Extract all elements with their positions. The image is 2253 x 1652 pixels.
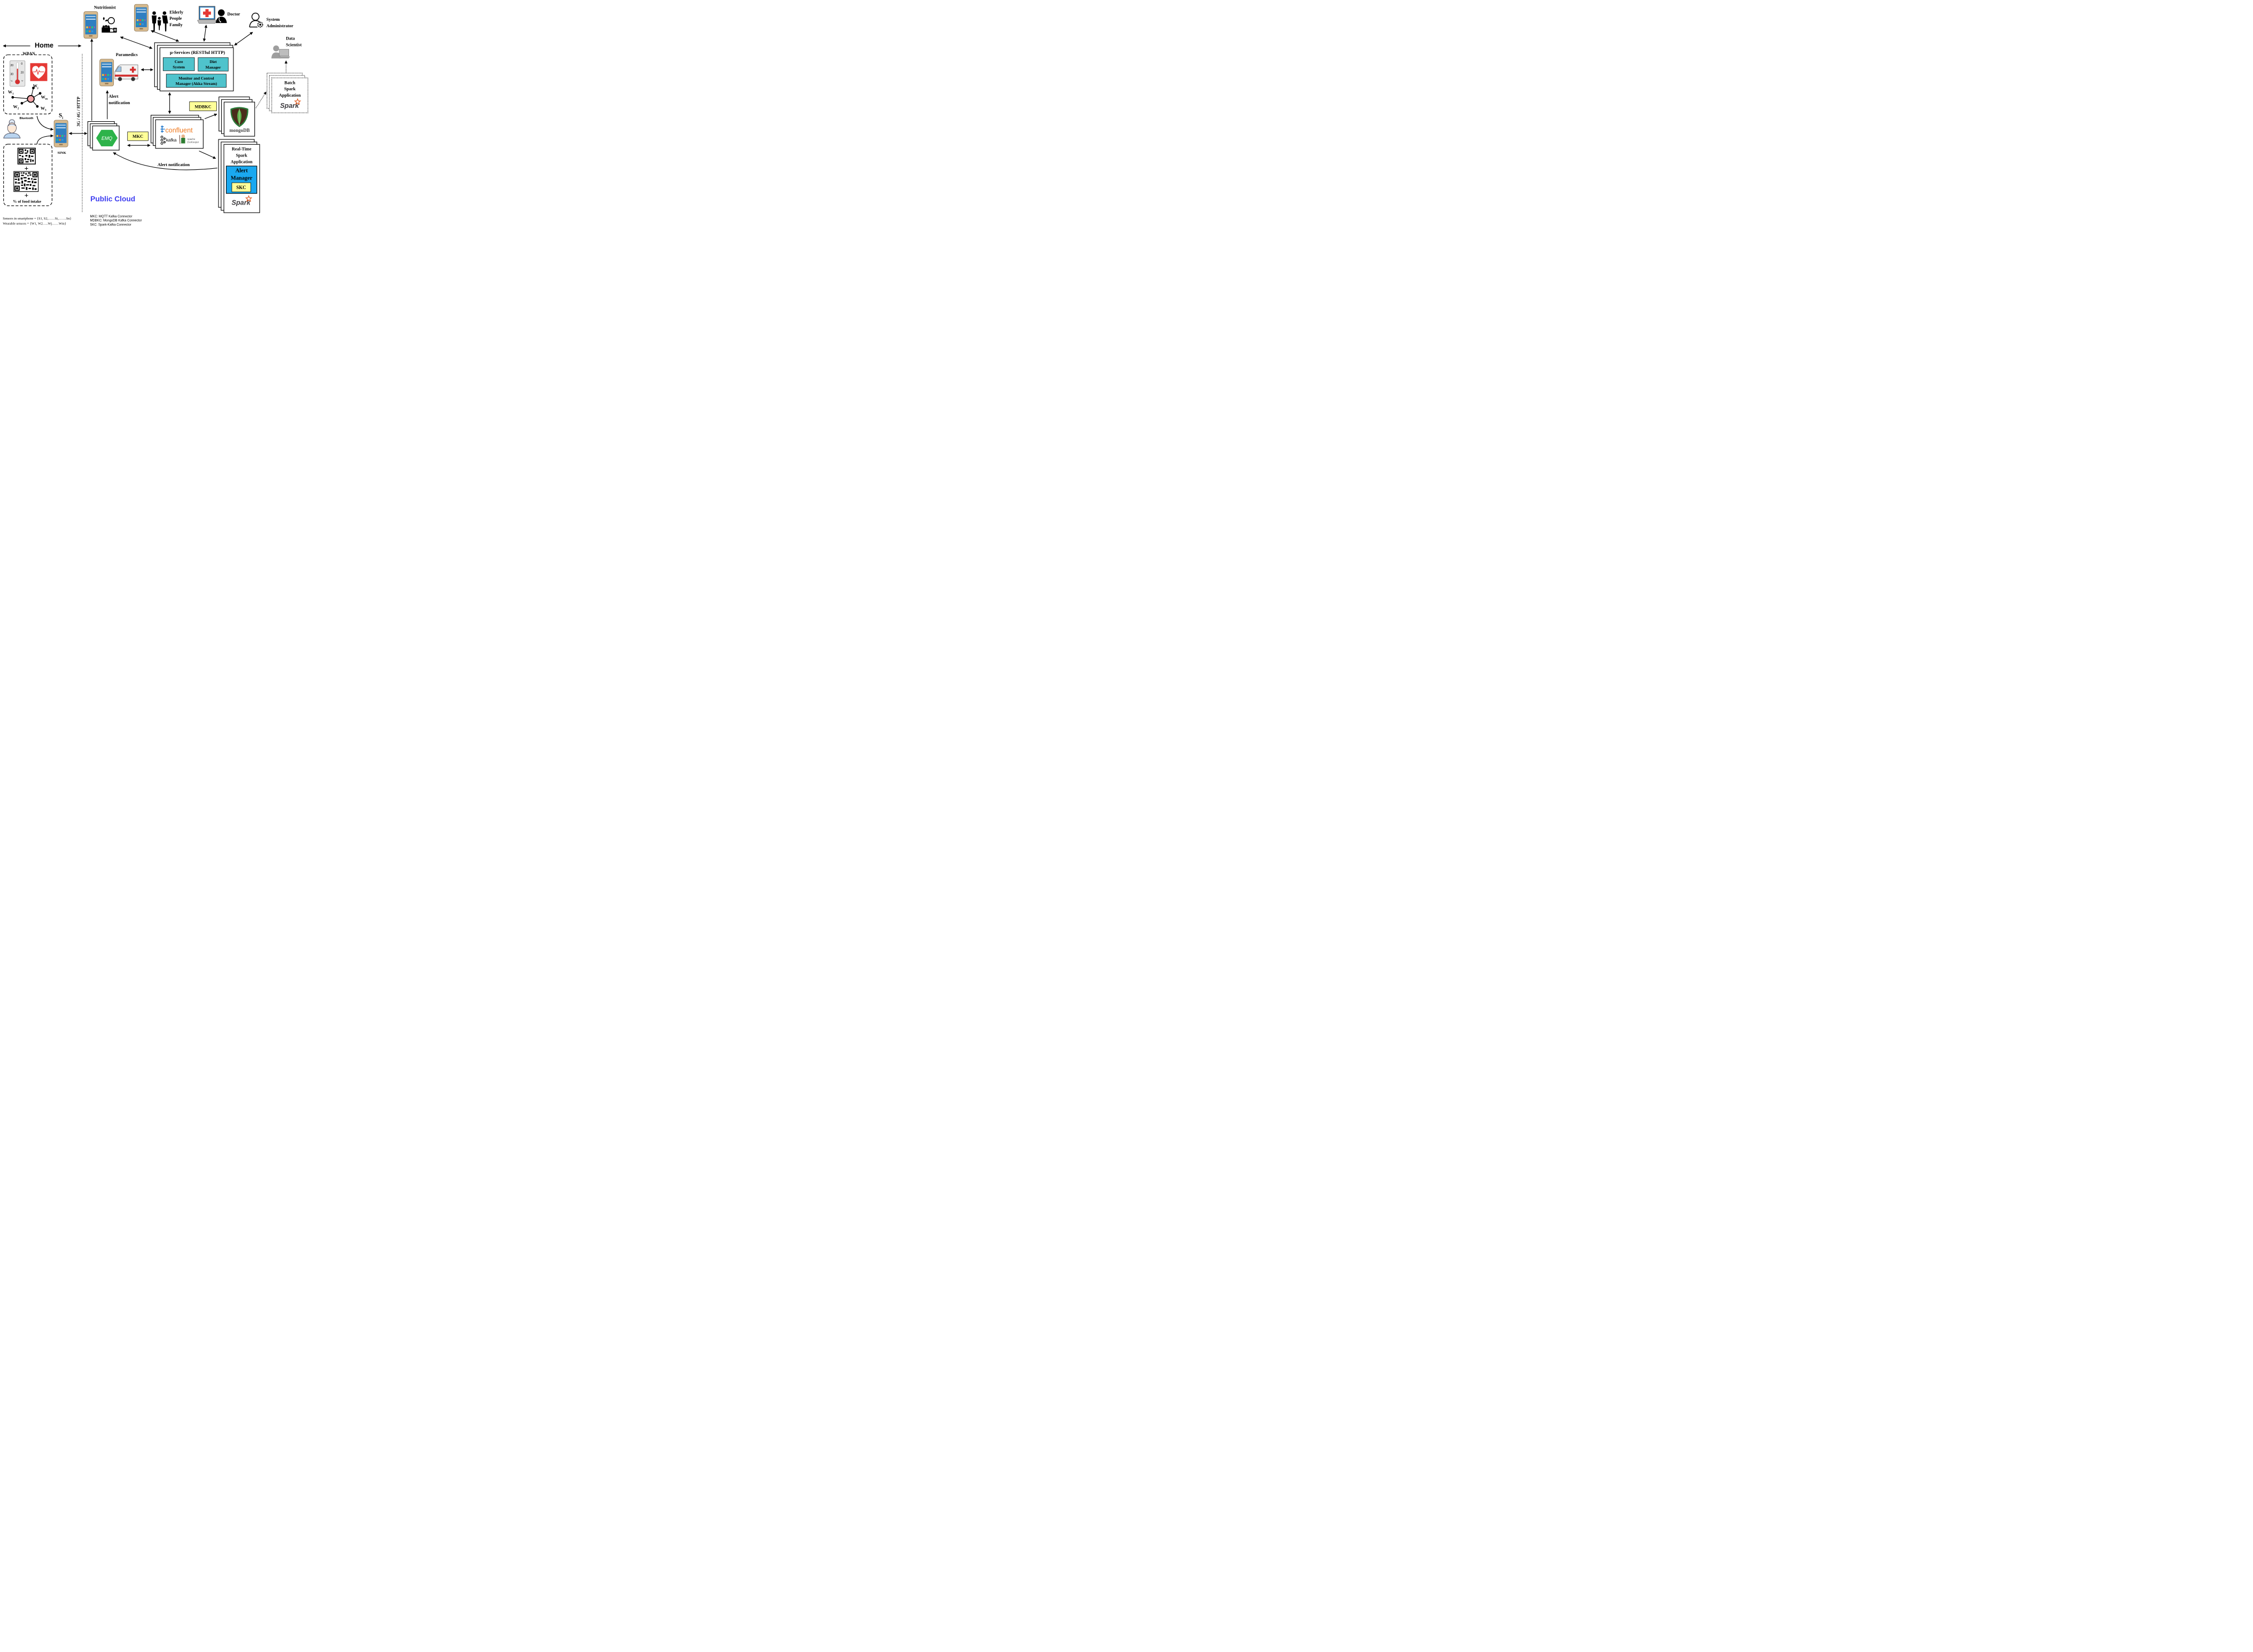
wearable-sensors-set: Wearable sensors = {W1, W2…..Wj……Wm} [3,222,66,226]
mongodb-leaf-icon [230,107,248,127]
smartphone-sensors-set: Sensors in smartphone = {S1, S2,……Si,…….… [3,217,71,221]
mdbkc-box [189,101,217,111]
data-scientist-label: Data Scientist [286,36,302,47]
diet-manager-box [198,57,229,72]
sensor-w3: W3 [41,106,46,112]
nutritionist-phone-icon [83,11,98,39]
alert-notification-return-arrow [113,152,217,170]
mongodb-label: mongoDB [229,128,250,133]
stage: Nutritionist Elderly People Family Docto… [0,0,838,614]
svg-text:°C: °C [11,80,13,82]
services-nutritionist-arrow [120,36,153,49]
food-intake-label: % of food intake [13,199,42,203]
wban-box [3,54,52,114]
kafka-logo: kafka [160,136,177,145]
sensor-wm: Wm [41,95,48,100]
batch-spark-logo: Spark [280,98,301,109]
paramedics-phone-icon [99,59,114,87]
kafka-mongodb-arrow [204,113,217,119]
mkc-box [127,131,149,141]
data-scientist-icon [271,45,290,59]
kafka-spark-arrow [199,151,216,159]
microservices-title: µ-Services (RESTful HTTP) [170,50,225,55]
legend: MKC: MQTT Kafka Connector MDBKC: MongoDB… [90,215,143,227]
architecture-diagram: Nutritionist Elderly People Family Docto… [3,4,308,227]
svg-text:kafka: kafka [166,138,177,143]
wearable-sensor-network [11,87,42,108]
paramedics-label: Paramedics [116,52,138,57]
mongodb-batch-arrow [255,91,267,108]
services-sysadmin-arrow [234,32,253,46]
svg-text:0: 0 [21,62,22,66]
nutritionist-label: Nutritionist [94,5,116,10]
elderly-family-label: Elderly People Family [169,10,184,27]
svg-text:20: 20 [10,64,13,67]
svg-text:Apache: Apache [187,138,196,140]
svg-text:Spark: Spark [232,199,251,207]
doctor-label: Doctor [227,12,240,17]
sink-phone-icon [53,120,68,147]
services-family-arrow [151,30,180,42]
svg-text:ZooKeeper: ZooKeeper [187,141,199,144]
bluetooth-label: Bluetooth [19,117,34,120]
svg-text:Spark: Spark [280,102,299,109]
services-doctor-arrow [202,25,208,42]
realtime-spark-logo: Spark [232,195,252,207]
doctor-icon [215,9,227,24]
food-tracking-box [3,144,52,206]
mdbkc-label: MDBKC [194,104,211,109]
mkc-label: MKC [132,134,143,139]
skc-label: SKC [236,185,246,190]
public-cloud-label: Public Cloud [90,195,135,203]
emq-label: EMQ [102,136,112,141]
monitor-control-box [166,74,227,88]
elderly-family-phone-icon [134,4,149,32]
family-icon [152,11,168,32]
system-administrator-icon [249,12,263,28]
svg-text:°F: °F [21,80,24,82]
nutritionist-icon [102,17,117,33]
sensor-w1: W1 [8,90,14,96]
svg-text:confluent: confluent [165,127,193,134]
food-tracking-arrow [36,134,54,145]
sink-label: SINK [57,151,66,155]
kafka-cluster-box [155,119,204,149]
system-administrator-label: System Administrator [267,17,294,28]
qr-code-large-icon [13,171,39,192]
sensor-w2: W2 [13,104,19,110]
svg-text:30: 30 [10,73,13,76]
svg-text:20: 20 [21,72,24,75]
alert-notification-bottom-label: Alert notification [158,162,190,167]
elderly-woman-icon [3,119,21,139]
sensor-wj: Wj [33,84,38,90]
network-protocol-label: 3G / 4G / HTTP [76,97,81,127]
home-title: Home [35,42,53,49]
confluent-logo: confluent [160,125,193,134]
zookeeper-logo: Apache ZooKeeper [179,134,199,144]
heart-rate-icon [30,63,48,81]
emq-logo [96,130,118,147]
plus-sign-1: + [25,165,29,173]
plus-sign-2: + [25,191,29,199]
bluetooth-arrow [36,116,54,131]
laptop-medical-icon [197,6,217,24]
batch-spark-box [271,77,308,113]
ambulance-icon [114,64,138,81]
qr-code-small-icon [17,147,36,165]
sink-symbol: Si [59,112,63,120]
wban-label: WBAN [22,51,35,56]
thermometer-icon: 20 0 30 20 °C °F [10,60,26,87]
skc-box [231,182,251,192]
core-system-box [162,57,195,71]
